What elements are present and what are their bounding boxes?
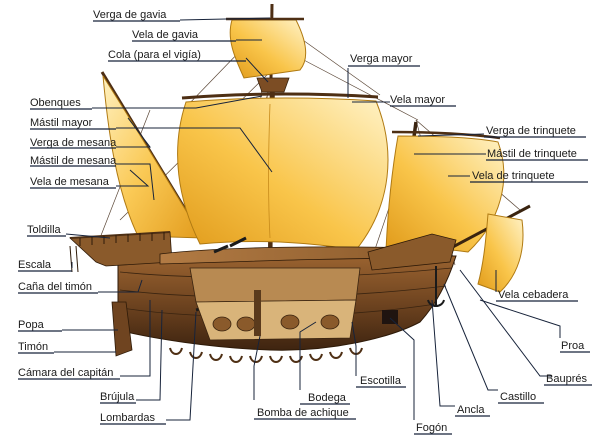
fore-sail [385,135,505,253]
label-mastil-trinquete: Mástil de trinquete [487,148,577,160]
label-obenques: Obenques [30,97,81,109]
label-cola: Cola (para el vigía) [108,49,201,61]
label-vela-trinquete: Vela de trinquete [472,170,555,182]
label-castillo: Castillo [500,391,536,403]
label-timon: Timón [18,341,48,353]
label-vela-cebadera: Vela cebadera [498,289,569,301]
label-bomba-achique: Bomba de achique [257,407,349,419]
label-camara-capitan: Cámara del capitán [18,367,113,379]
leader-lines [54,17,561,421]
label-proa: Proa [561,340,585,352]
label-mastil-mesana: Mástil de mesana [30,155,117,167]
sprit-sail [477,213,524,293]
label-toldilla: Toldilla [27,224,62,236]
main-sail [177,97,389,251]
label-bodega: Bodega [308,392,347,404]
label-vela-gavia: Vela de gavia [132,29,199,41]
labels: Verga de gavia Vela de gavia Cola (para … [18,9,592,435]
label-vela-mayor: Vela mayor [390,94,445,106]
label-vela-mesana: Vela de mesana [30,176,110,188]
label-lombardas: Lombardas [100,412,156,424]
label-verga-trinquete: Verga de trinquete [486,125,576,137]
label-mastil-mayor: Mástil mayor [30,117,93,129]
label-popa: Popa [18,319,45,331]
label-fogon: Fogón [416,422,447,434]
label-escotilla: Escotilla [360,375,402,387]
label-cana-timon: Caña del timón [18,281,92,293]
hull [69,231,457,363]
label-verga-mesana: Verga de mesana [30,137,117,149]
cargo-barrels [212,314,340,332]
anchor [427,266,445,307]
rudder [111,301,133,357]
label-verga-gavia: Verga de gavia [93,9,167,21]
main-yard [181,92,379,100]
label-verga-mayor: Verga mayor [350,53,413,65]
label-ancla: Ancla [457,404,485,416]
crows-nest [256,77,290,93]
label-brujula: Brújula [100,391,135,403]
label-escala: Escala [18,259,52,271]
main-rig [177,3,389,276]
label-baupres: Bauprés [546,373,587,385]
top-sail [229,19,307,79]
fore-castle [367,233,457,271]
